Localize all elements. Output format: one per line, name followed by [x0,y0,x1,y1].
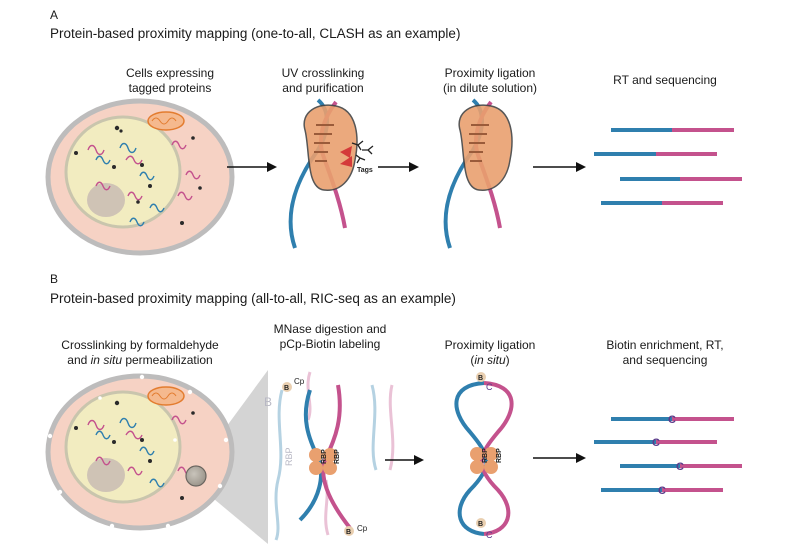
cell-illustration-b [45,373,235,531]
biotin-top: B [284,385,289,392]
panel-b-letter: B [50,272,59,286]
ligated-loop-b: RBP RBP B C B C [454,372,514,540]
tags-label: Tags [357,167,373,174]
biotin-loop-top: B [478,375,483,382]
panel-b-step3-label: Proximity ligation (in situ) [444,338,536,367]
panel-a-letter: A [50,8,59,22]
panel-a-title: Protein-based proximity mapping (one-to-… [50,26,461,41]
c-loop-top: C [486,382,493,392]
mitochondrion-b [147,386,185,406]
biotin-bottom: B [346,529,351,536]
zoom-vesicle [185,465,207,487]
panel-b-step4-label: Biotin enrichment, RT,and sequencing [606,338,724,367]
rbp-loop-label-1: RBP [482,448,489,463]
rbp-faded-label: RBP [284,447,294,466]
ligated-complex-a [443,98,513,249]
cell-illustration-a [45,98,235,256]
c-loop-bottom: C [486,530,493,540]
biotin-loop-bottom: B [478,521,483,528]
rbp-loop-label-2: RBP [496,448,503,463]
mitochondrion [147,111,185,131]
panel-b-title: Protein-based proximity mapping (all-to-… [50,291,456,306]
junction-c-2: C [652,437,660,449]
cp-top: Cp [294,377,305,386]
biotin-faded-1: B [264,395,272,409]
junction-c-3: C [676,461,684,473]
chimeric-reads-b [594,417,742,492]
junction-markers: C C C C [652,414,684,497]
center-complex-b: RBP RBP [298,384,352,530]
chimeric-reads-a [594,128,742,205]
junction-c-4: C [658,485,666,497]
crosslinked-complex-a: Tags [288,98,374,249]
panel-a-step4-label: RT and sequencing [613,73,717,87]
panel-a-step3-label: Proximity ligation(in dilute solution) [442,66,538,95]
mnase-digestion-field: B RBP RBP RBP B Cp B Cp [264,371,395,541]
rbp-label-1: RBP [321,449,328,464]
panel-b-step1-label: Crosslinking by formaldehyde and in situ… [61,338,219,367]
cp-bottom: Cp [357,524,368,533]
junction-c-1: C [668,414,676,426]
rbp-label-2: RBP [334,449,341,464]
